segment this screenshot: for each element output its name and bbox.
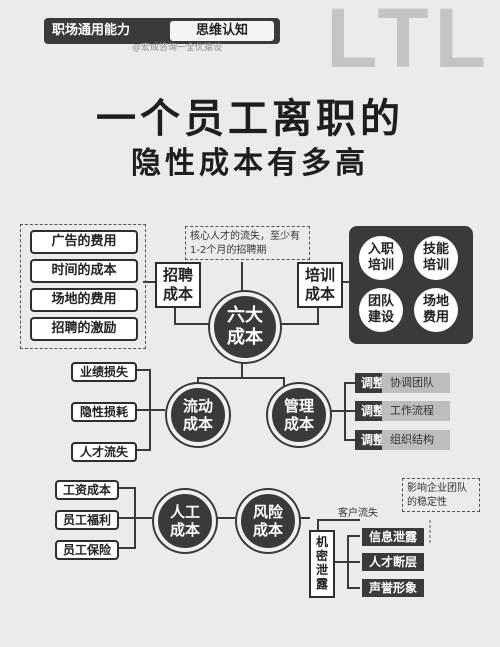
customer-loss-label: 客户流失 [338, 508, 378, 519]
turnover-item-talent: 人才流失 [71, 442, 137, 462]
management-item-workflow: 工作流程 [382, 401, 450, 421]
turnover-cost-node: 流动 成本 [167, 384, 229, 446]
risk-item-talent-gap: 人才断层 [362, 553, 424, 571]
confidential-leak-node: 机 密 泄 露 [309, 530, 335, 598]
recruit-item-time: 时间的成本 [30, 259, 138, 283]
management-cost-node: 管理 成本 [268, 384, 330, 446]
turnover-item-performance: 业绩损失 [71, 362, 137, 382]
risk-item-info-leak: 信息泄露 [362, 528, 424, 546]
watermark: @宏成咨询一全优猿设 [132, 43, 223, 53]
topic-label: 思维认知 [170, 21, 274, 41]
labor-item-welfare: 员工福利 [55, 510, 119, 530]
page-title: 一个员工离职的 [96, 96, 404, 142]
labor-cost-node: 人工 成本 [154, 490, 216, 552]
category-label: 职场通用能力 [52, 23, 131, 38]
management-item-team: 协调团队 [382, 373, 450, 393]
labor-item-insurance: 员工保险 [55, 540, 119, 560]
page-subtitle: 隐性成本有多高 [131, 146, 369, 181]
labor-item-salary: 工资成本 [55, 480, 119, 500]
stability-note: 影响企业团队 的稳定性 [402, 478, 480, 512]
training-item-onboarding: 入职 培训 [359, 236, 403, 280]
recruit-cost-node: 招聘 成本 [155, 262, 201, 308]
training-cost-node: 培训 成本 [297, 262, 343, 308]
recruit-item-incentive: 招聘的激励 [30, 317, 138, 341]
turnover-item-hidden: 隐性损耗 [71, 402, 137, 422]
center-six-costs: 六大 成本 [210, 292, 280, 362]
management-item-structure: 组织结构 [382, 430, 450, 450]
logo-text: LTL [326, 0, 492, 85]
risk-item-reputation: 声誉形象 [362, 579, 424, 597]
risk-cost-node: 风险 成本 [237, 490, 299, 552]
recruit-period-note: 核心人才的流失，至少有 1-2个月的招聘期 [185, 226, 310, 260]
recruit-item-venue: 场地的费用 [30, 288, 138, 312]
training-item-skill: 技能 培训 [414, 236, 458, 280]
recruit-item-ad: 广告的费用 [30, 230, 138, 254]
training-item-venue: 场地 费用 [414, 288, 458, 332]
training-item-team: 团队 建设 [359, 288, 403, 332]
recruit-items-box [20, 224, 146, 349]
